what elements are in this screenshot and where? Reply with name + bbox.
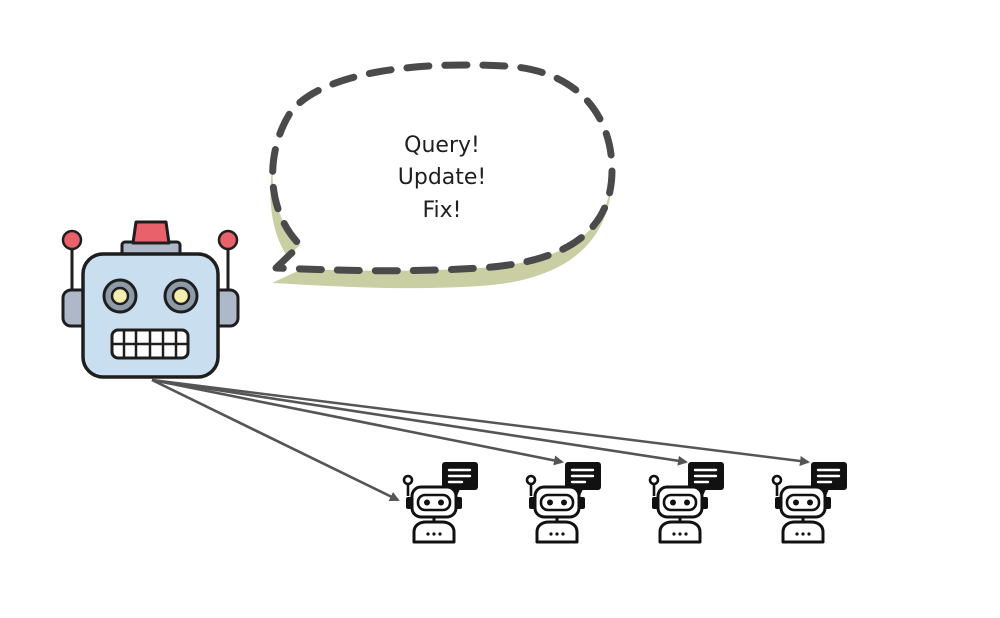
sub-agent-icons	[402, 462, 847, 544]
chat-robot-icon-1	[402, 462, 478, 544]
chat-robot-icon-2	[525, 462, 601, 544]
robot-eye-left	[110, 286, 130, 306]
chat-robot-icon-3	[648, 462, 724, 544]
speech-bubble: Query! Update! Fix!	[269, 61, 616, 289]
bubble-line-1: Query!	[404, 133, 480, 158]
speech-bubble-fill	[272, 64, 612, 271]
robot-icon	[61, 220, 240, 379]
bubble-line-2: Update!	[398, 165, 487, 190]
robot-eye-right	[171, 286, 191, 306]
delegation-arrows	[151, 378, 810, 502]
bubble-line-3: Fix!	[422, 198, 461, 223]
robot-teeth	[112, 330, 188, 358]
arrow-to-agent-1	[151, 378, 400, 502]
arrow-to-agent-4	[151, 378, 810, 466]
chat-robot-icon-4	[771, 462, 847, 544]
robot-antenna-tip-right	[217, 229, 239, 251]
arrow-to-agent-2	[151, 378, 564, 466]
speech-bubble-outline	[269, 61, 616, 275]
robot-antenna-tip-left	[61, 229, 83, 251]
robot-siren-light	[131, 220, 171, 245]
arrow-to-agent-3	[151, 378, 688, 466]
